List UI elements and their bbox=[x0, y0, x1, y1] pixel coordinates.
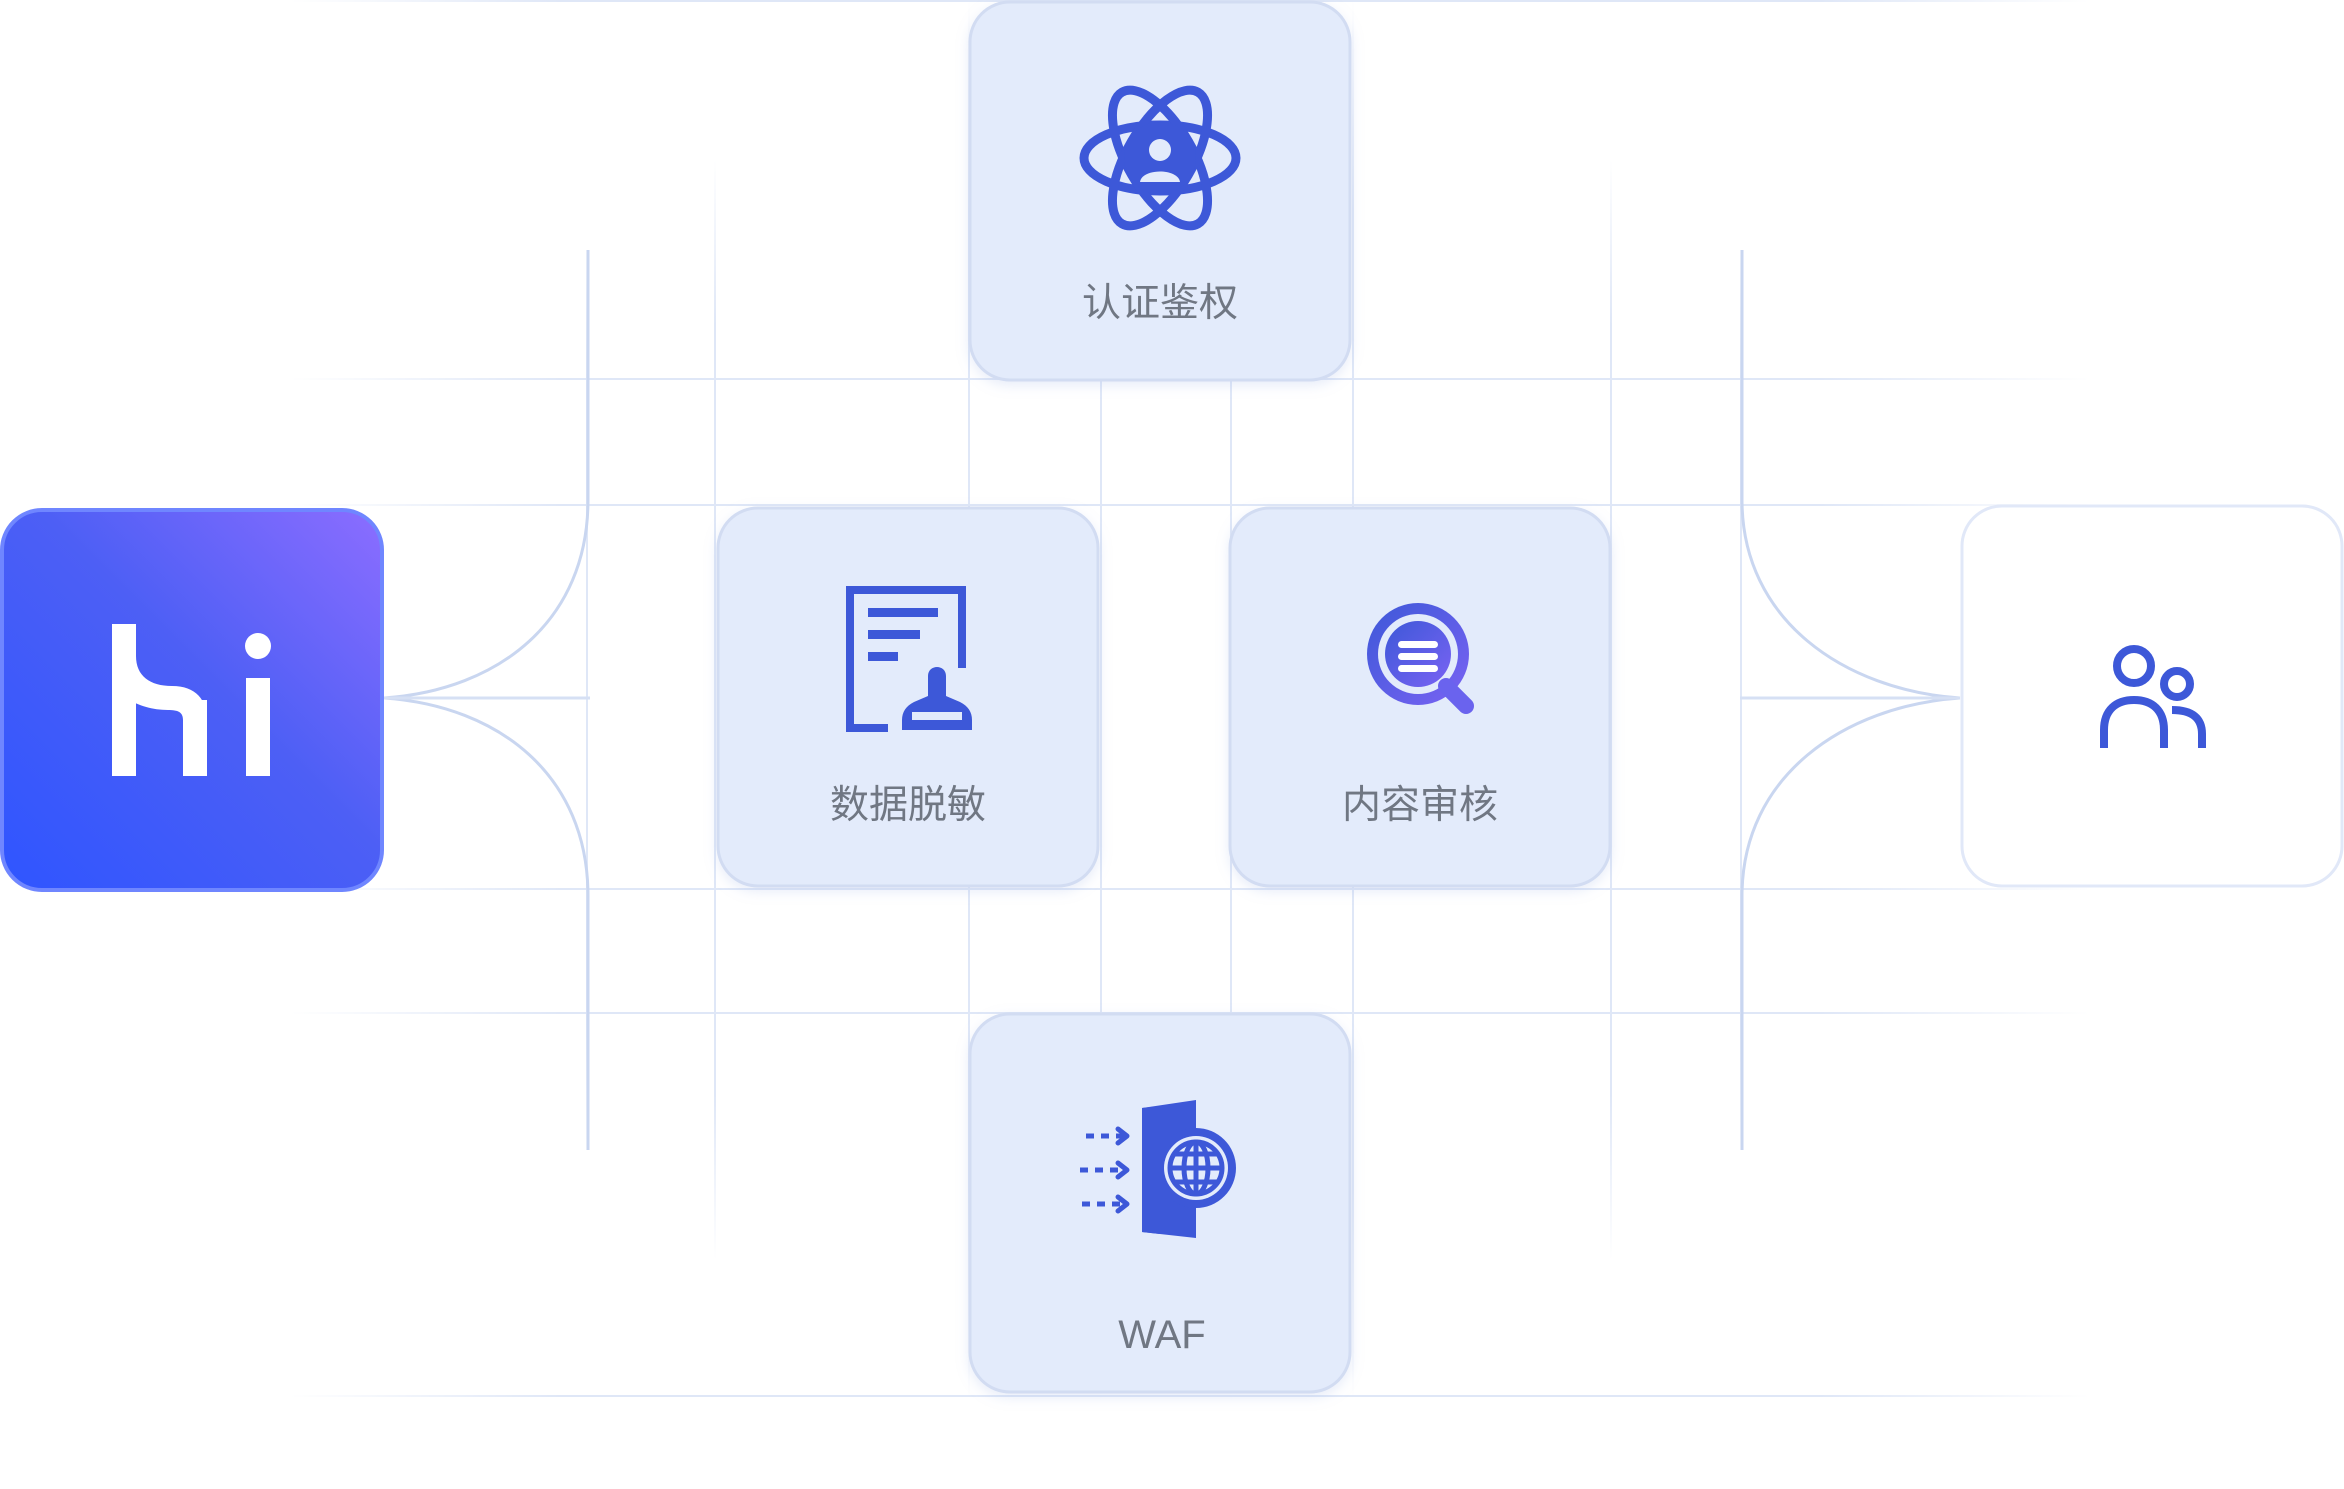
node-auth-label: 认证鉴权 bbox=[1082, 281, 1238, 326]
node-waf-label: WAF bbox=[1118, 1313, 1205, 1357]
hi-logo-text: Hi bbox=[10, 19, 12, 21]
node-waf: WAF bbox=[968, 1012, 1352, 1394]
hi-logo-icon bbox=[112, 624, 271, 776]
users-icon bbox=[2100, 645, 2206, 748]
source-node-hi: Hi bbox=[0, 19, 384, 892]
document-stamp-icon bbox=[846, 586, 972, 732]
source-connectors bbox=[383, 250, 590, 1150]
atom-user-icon bbox=[1079, 85, 1241, 231]
target-connectors bbox=[1740, 250, 1961, 1150]
firewall-globe-icon bbox=[1080, 1100, 1236, 1238]
node-masking: 数据脱敏 bbox=[716, 506, 1100, 888]
search-text-icon bbox=[1367, 603, 1474, 714]
node-review: 内容审核 bbox=[1228, 506, 1612, 888]
node-review-label: 内容审核 bbox=[1342, 783, 1498, 828]
node-masking-label: 数据脱敏 bbox=[830, 783, 986, 828]
node-auth: 认证鉴权 bbox=[968, 0, 1352, 382]
target-node-users bbox=[1960, 504, 2344, 888]
